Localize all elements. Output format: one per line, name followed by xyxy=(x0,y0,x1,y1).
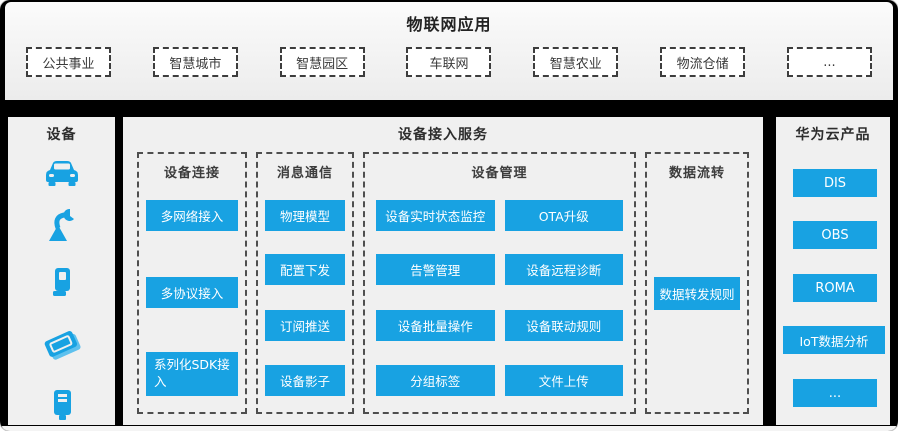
feature-subscribe-push: 订阅推送 xyxy=(265,310,345,341)
diagram-title: 物联网应用 xyxy=(406,15,492,34)
applications-row: 公共事业 智慧城市 智慧园区 车联网 智慧农业 物流仓储 ... xyxy=(5,47,893,77)
street-lamp-icon xyxy=(50,267,74,299)
cloud-products-panel: 华为云产品 DIS OBS ROMA IoT数据分析 ... xyxy=(776,117,890,425)
app-box-public-utilities: 公共事业 xyxy=(26,47,111,77)
device-access-service-panel: 设备接入服务 设备连接 多网络接入 多协议接入 系列化SDK接入 消息通信 物理… xyxy=(123,117,763,425)
product-dis: DIS xyxy=(793,169,877,197)
feature-device-linkage-rules: 设备联动规则 xyxy=(504,310,623,341)
feature-remote-diagnosis: 设备远程诊断 xyxy=(504,254,623,285)
cloud-panel-title: 华为云产品 xyxy=(795,127,871,143)
app-box-more: ... xyxy=(786,47,872,77)
feature-file-upload: 文件上传 xyxy=(504,365,623,396)
feature-multi-protocol-access: 多协议接入 xyxy=(146,277,238,308)
feature-serial-sdk-access: 系列化SDK接入 xyxy=(146,352,238,396)
column-data-flow: 数据流转 数据转发规则 xyxy=(645,152,749,414)
app-box-internet-of-vehicles: 车联网 xyxy=(406,47,492,77)
devices-panel-title: 设备 xyxy=(46,127,77,143)
app-box-logistics-warehouse: 物流仓储 xyxy=(660,47,746,77)
car-icon xyxy=(44,159,80,187)
bottom-edge xyxy=(2,426,896,431)
feature-alarm-management: 告警管理 xyxy=(376,254,495,285)
feature-config-delivery: 配置下发 xyxy=(265,254,345,285)
column-title: 消息通信 xyxy=(276,166,333,181)
column-title: 设备管理 xyxy=(471,166,528,181)
chip-module-icon xyxy=(42,327,82,361)
smart-meter-icon xyxy=(50,389,74,421)
devices-panel: 设备 xyxy=(8,117,115,425)
feature-data-forwarding-rules: 数据转发规则 xyxy=(654,277,740,310)
applications-section: 物联网应用 公共事业 智慧城市 智慧园区 车联网 智慧农业 物流仓储 ... xyxy=(5,2,893,100)
feature-realtime-status-monitor: 设备实时状态监控 xyxy=(376,200,495,231)
column-title: 设备连接 xyxy=(163,166,220,181)
column-device-connection: 设备连接 多网络接入 多协议接入 系列化SDK接入 xyxy=(137,152,247,414)
app-box-smart-campus: 智慧园区 xyxy=(279,47,365,77)
app-box-smart-agriculture: 智慧农业 xyxy=(533,47,619,77)
feature-group-tags: 分组标签 xyxy=(376,365,495,396)
product-more: ... xyxy=(793,379,877,407)
app-box-smart-city: 智慧城市 xyxy=(152,47,238,77)
column-title: 数据流转 xyxy=(668,166,725,181)
feature-ota-upgrade: OTA升级 xyxy=(504,200,623,231)
feature-device-shadow: 设备影子 xyxy=(265,365,345,396)
feature-batch-operations: 设备批量操作 xyxy=(376,310,495,341)
product-iot-data-analysis: IoT数据分析 xyxy=(783,326,885,354)
column-device-management: 设备管理 设备实时状态监控 OTA升级 告警管理 设备远程诊断 设备批量操作 设… xyxy=(363,152,636,414)
service-columns: 设备连接 多网络接入 多协议接入 系列化SDK接入 消息通信 物理模型 配置下发… xyxy=(137,152,749,414)
product-roma: ROMA xyxy=(793,274,877,302)
robot-arm-icon xyxy=(46,208,78,242)
feature-physical-model: 物理模型 xyxy=(265,200,345,231)
product-obs: OBS xyxy=(793,221,877,249)
feature-multi-network-access: 多网络接入 xyxy=(146,200,238,231)
column-message-communication: 消息通信 物理模型 配置下发 订阅推送 设备影子 xyxy=(256,152,354,414)
panels-row: 设备 xyxy=(0,117,898,425)
service-panel-title: 设备接入服务 xyxy=(398,127,488,143)
